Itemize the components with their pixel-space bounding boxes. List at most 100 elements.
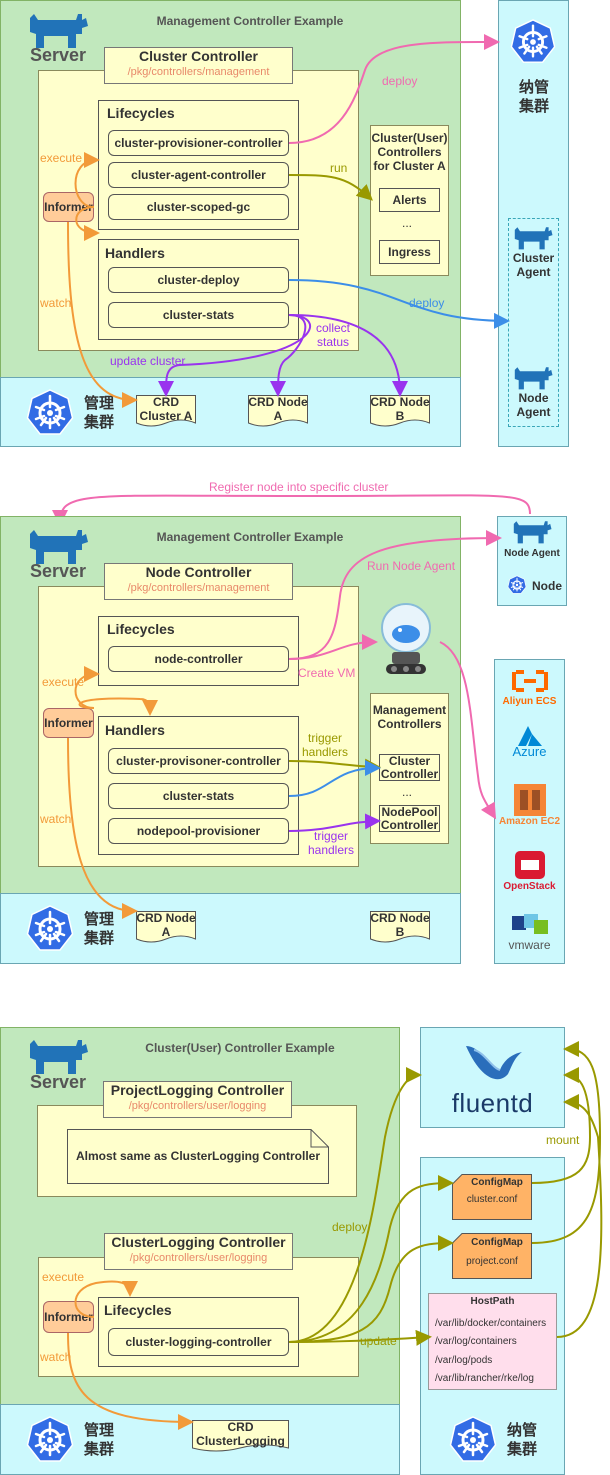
execute-label: execute [40, 151, 83, 165]
vmware-label: vmware [508, 938, 551, 952]
mount-label: mount [546, 1133, 580, 1147]
cluster-logging-controller[interactable]: cluster-logging-controller [108, 1328, 289, 1356]
managed-cluster-label: 纳管 集群 [507, 1422, 538, 1458]
register-edge [52, 494, 531, 526]
docker-machine-robot-icon [381, 603, 431, 674]
configmap-project-shape [452, 1233, 532, 1279]
server-label: Server [30, 561, 87, 581]
collect-status-label: collect status [315, 321, 350, 349]
execute-label: execute [42, 675, 85, 689]
aliyun-icon [512, 670, 548, 692]
managed-cluster-label: 纳管 集群 [518, 79, 549, 115]
lifecycles-title: Lifecycles [107, 621, 175, 637]
node-agent-label: Node Agent [516, 391, 551, 419]
configmap-file: project.conf [466, 1256, 518, 1267]
watch-edge [67, 221, 138, 408]
azure-icon [518, 726, 542, 746]
crd-label: CRD Node B [370, 911, 430, 939]
watch-label: watch [40, 296, 72, 310]
aliyun-label: Aliyun ECS [502, 696, 557, 707]
lifecycles-title: Lifecycles [104, 1302, 172, 1318]
crd-cluster-logging: CRD ClusterLogging [192, 1420, 289, 1454]
configmap-file: cluster.conf [466, 1194, 518, 1205]
alerts[interactable]: Alerts [379, 188, 440, 212]
crd-cluster-a: CRD Cluster A [136, 395, 196, 429]
execute-edge [74, 152, 100, 208]
update-cluster-label: update cluster [110, 354, 186, 368]
trigger-handlers-label: trigger handlers [301, 731, 349, 759]
mgmt-cluster-label: 管理 集群 [84, 1422, 115, 1458]
node-label: Node [532, 579, 562, 593]
openstack-icon [515, 851, 545, 879]
cluster-provisioner-controller[interactable]: cluster-provisioner-controller [108, 130, 289, 156]
cluster-agent-controller[interactable]: cluster-agent-controller [108, 162, 289, 188]
cluster-stats[interactable]: cluster-stats [108, 783, 289, 809]
cluster-controller[interactable]: Cluster Controller [379, 753, 440, 781]
crd-node-b: CRD Node B [370, 395, 430, 429]
crd-node-a: CRD Node A [248, 395, 308, 429]
lifecycles-title: Lifecycles [107, 105, 175, 121]
hostpath-title: HostPath [470, 1296, 515, 1307]
panel2-edges [67, 530, 502, 919]
fluentd-bird-icon [466, 1046, 522, 1080]
cluster-stats[interactable]: cluster-stats [108, 302, 289, 328]
handlers-title: Handlers [105, 722, 165, 738]
watch-label: watch [40, 812, 72, 826]
execute-label: execute [42, 1270, 85, 1284]
mgmt-cluster-label: 管理 集群 [84, 911, 115, 947]
configmap-title: ConfigMap [471, 1177, 523, 1188]
project-logging-note: Almost same as ClusterLogging Controller [75, 1149, 321, 1163]
watch-label: watch [40, 1350, 72, 1364]
configmap-title: ConfigMap [471, 1237, 523, 1248]
hostpath-path: /var/log/containers [435, 1336, 517, 1347]
cluster-deploy[interactable]: cluster-deploy [108, 267, 289, 293]
controller-title: ClusterLogging Controller [111, 1234, 286, 1250]
crd-label: CRD Node A [248, 395, 308, 423]
node-controller[interactable]: node-controller [108, 646, 289, 672]
crd-label: CRD ClusterLogging [196, 1420, 285, 1448]
panel3-edges [67, 1041, 603, 1430]
deploy-label: deploy [332, 1220, 368, 1234]
cluster-controller-header: Cluster Controller /pkg/controllers/mana… [104, 47, 293, 84]
informer[interactable]: Informer [43, 708, 94, 738]
crd-node-b: CRD Node B [370, 911, 430, 945]
crd-label: CRD Node B [370, 395, 430, 423]
register-label: Register node into specific cluster [209, 480, 389, 494]
cluster-scoped-gc[interactable]: cluster-scoped-gc [108, 194, 289, 220]
trigger-handlers-label-2: trigger handlers [307, 829, 355, 857]
controller-title: Node Controller [145, 564, 252, 580]
server-label: Server [30, 45, 87, 65]
run-edge [288, 174, 373, 201]
ingress[interactable]: Ingress [379, 240, 440, 264]
crd-label: CRD Cluster A [139, 395, 193, 423]
panel-title: Management Controller Example [156, 14, 344, 28]
node-controller-header: Node Controller /pkg/controllers/managem… [104, 563, 293, 600]
project-logging-header: ProjectLogging Controller /pkg/controlle… [103, 1081, 292, 1118]
server-label: Server [30, 1072, 87, 1092]
panel-title: Management Controller Example [156, 530, 344, 544]
hostpath-box [428, 1293, 557, 1390]
hostpath-path: /var/lib/docker/containers [435, 1318, 547, 1329]
crd-label: CRD Node A [136, 911, 196, 939]
run-node-agent-label: Run Node Agent [367, 559, 456, 573]
ellipsis: ... [402, 785, 413, 799]
cluster-agent-label: Cluster Agent [512, 251, 555, 279]
amazon-ec2-icon [514, 784, 546, 816]
run-label: run [330, 161, 348, 175]
nodepool-provisioner[interactable]: nodepool-provisioner [108, 818, 289, 844]
node-agent-label: Node Agent [504, 548, 560, 559]
panel1-edges [67, 33, 510, 408]
cluster-provisoner-controller[interactable]: cluster-provisoner-controller [108, 748, 289, 774]
update-label: update [360, 1334, 397, 1348]
controller-title: ProjectLogging Controller [110, 1082, 285, 1098]
mgmt-controllers-title: Management Controllers [372, 703, 447, 731]
azure-label: Azure [512, 744, 547, 759]
controller-title: Cluster Controller [138, 48, 258, 64]
amazon-ec2-label: Amazon EC2 [498, 816, 561, 827]
ellipsis: ... [402, 216, 413, 230]
nodepool-controller[interactable]: NodePool Controller [379, 804, 440, 832]
create-vm-label: Create VM [298, 666, 356, 680]
panel-title: Cluster(User) Controller Example [145, 1041, 335, 1055]
controller-path: /pkg/controllers/user/logging [128, 1100, 267, 1112]
update-cluster-edge [157, 314, 312, 397]
